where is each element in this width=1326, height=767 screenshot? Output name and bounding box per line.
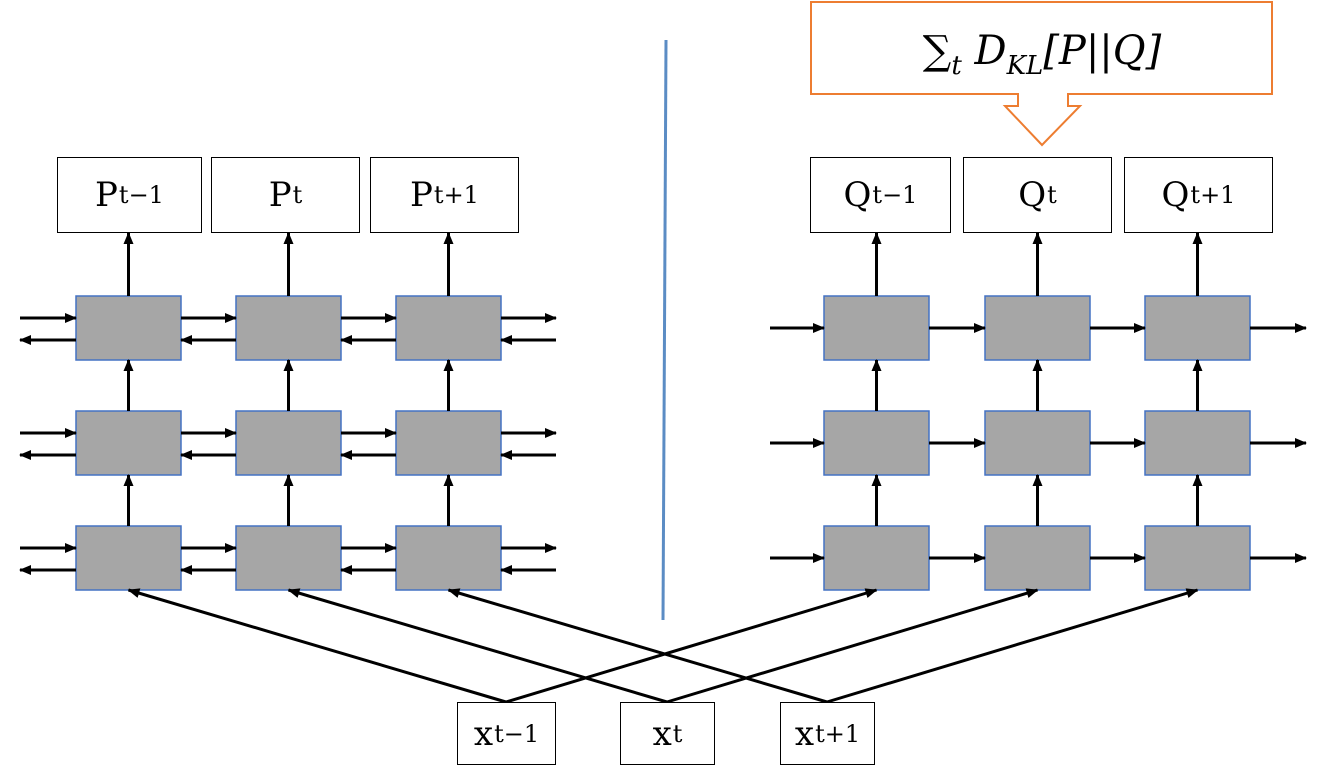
teacher-rnn-cell-l1-t1	[235, 295, 342, 361]
input-arrow	[666, 588, 1039, 704]
input-arrow	[826, 588, 1199, 704]
student-rnn-cell-l3-t0	[823, 525, 930, 591]
input-arrow	[287, 588, 668, 704]
student-rnn-cell-l3-t2	[1144, 525, 1251, 591]
teacher-rnn-cell-l1-t0	[75, 295, 182, 361]
input-base: x	[652, 713, 672, 754]
input-sub: t	[672, 719, 683, 748]
input-sub: t+1	[815, 719, 861, 748]
teacher-rnn-cell-l2-t0	[75, 410, 182, 476]
teacher-rnn-cell-l2-t1	[235, 410, 342, 476]
divergence-subscript: KL	[1006, 51, 1044, 81]
student-rnn-cell-l2-t2	[1144, 410, 1251, 476]
output-sub: t	[292, 181, 303, 209]
student-rnn-cell-l1-t1	[984, 295, 1091, 361]
output-base: P	[410, 175, 433, 215]
student-rnn-cell-l2-t0	[823, 410, 930, 476]
output-base: Q	[1161, 175, 1190, 215]
kl-loss-formula: ∑t DKL[P||Q]	[812, 28, 1272, 81]
output-sub: t−1	[872, 181, 918, 209]
student-rnn-cell-l2-t1	[984, 410, 1091, 476]
teacher-rnn-cell-l3-t0	[75, 525, 182, 591]
input-arrow	[505, 588, 878, 704]
student-rnn-cell-l1-t2	[1144, 295, 1251, 361]
teacher-rnn-cell-l2-t2	[395, 410, 502, 476]
teacher-rnn-cell-l3-t2	[395, 525, 502, 591]
divergence-args: [P||Q]	[1043, 28, 1162, 74]
model-divider-line	[661, 39, 668, 621]
sum-index: t	[951, 51, 962, 81]
output-sub: t−1	[118, 181, 164, 209]
sum-symbol: ∑	[922, 28, 952, 74]
output-sub: t+1	[1190, 181, 1236, 209]
input-base: x	[794, 713, 815, 754]
input-arrow	[127, 588, 507, 704]
output-base: P	[268, 175, 292, 215]
input-base: x	[473, 713, 494, 754]
student-rnn-cell-l3-t1	[984, 525, 1091, 591]
kl-loss-callout	[810, 1, 1273, 147]
output-sub: t+1	[433, 181, 479, 209]
output-sub: t	[1047, 181, 1057, 209]
output-base: Q	[1018, 175, 1047, 215]
divergence-symbol: D	[974, 28, 1007, 74]
input-arrow	[447, 588, 828, 704]
output-base: P	[95, 175, 118, 215]
input-sub: t−1	[494, 719, 540, 748]
student-rnn-cell-l1-t0	[823, 295, 930, 361]
teacher-rnn-cell-l3-t1	[235, 525, 342, 591]
output-base: Q	[843, 175, 872, 215]
teacher-rnn-cell-l1-t2	[395, 295, 502, 361]
